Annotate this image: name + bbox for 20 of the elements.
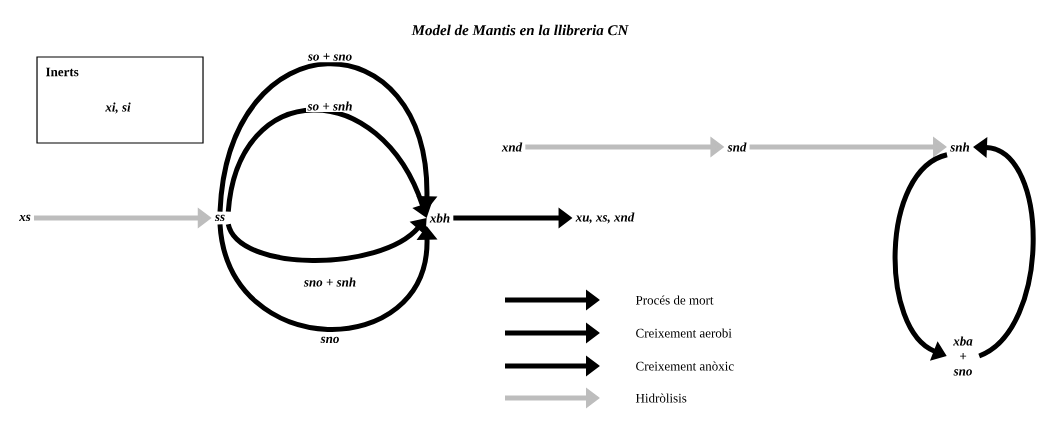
- edge-label: so + sno: [306, 51, 354, 63]
- species-label: snh: [950, 142, 970, 152]
- species-label: ss: [214, 214, 225, 222]
- legend-label: Creixement anòxic: [636, 361, 734, 371]
- arrow: [226, 218, 427, 263]
- edge-label: so + snh: [306, 99, 354, 113]
- edge-label: sno + snh: [302, 275, 358, 289]
- species-label: xs: [19, 214, 31, 222]
- title: Model de Mantis en la llibreria CN: [411, 24, 629, 36]
- legend-label: Creixement aerobi: [636, 328, 732, 338]
- legend-label: Hidròlisis: [635, 393, 687, 403]
- species-label: xba + sno: [953, 336, 973, 376]
- species-label: xbh: [429, 213, 450, 223]
- species-label: xnd: [501, 142, 523, 152]
- species-label: snd: [727, 142, 747, 152]
- edge-label: sno: [319, 335, 341, 345]
- inerts-box: Inerts xi, si: [36, 56, 204, 144]
- legend-label: Procés de mort: [635, 295, 714, 305]
- product-label: xu, xs, xnd: [575, 212, 635, 224]
- arrow: [217, 61, 438, 212]
